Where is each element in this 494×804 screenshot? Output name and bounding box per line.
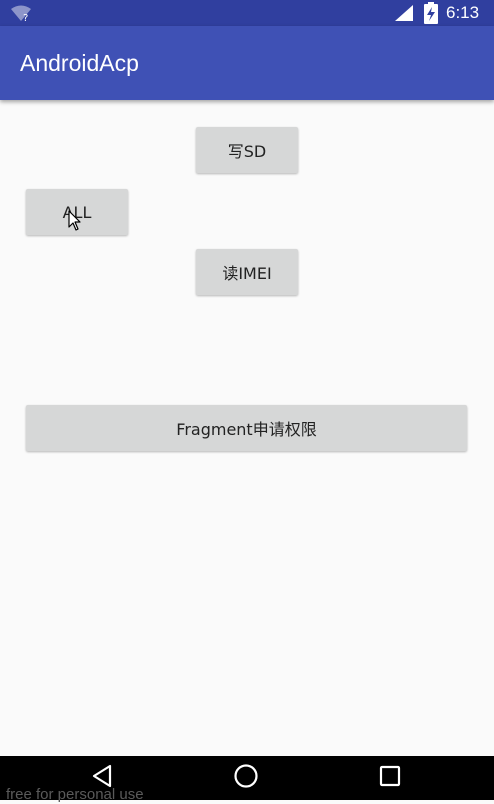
write-sd-button[interactable]: 写SD [196,127,298,173]
recents-button[interactable] [360,756,420,800]
recents-square-icon [378,764,402,792]
back-triangle-icon [90,764,114,792]
app-title: AndroidAcp [20,50,139,76]
app-bar: AndroidAcp [0,26,494,100]
fragment-permission-button[interactable]: Fragment申请权限 [26,405,467,451]
status-bar: ? 6:13 [0,0,494,26]
cell-signal-icon [394,4,414,22]
back-button[interactable] [72,756,132,800]
watermark-text: free for personal use [6,786,144,803]
wifi-icon: ? [10,4,32,24]
all-button[interactable]: ALL [26,189,128,235]
home-button[interactable] [216,756,276,800]
home-circle-icon [233,763,259,793]
read-imei-button[interactable]: 读IMEI [196,249,298,295]
svg-text:?: ? [23,13,28,22]
battery-charging-icon [424,2,438,24]
status-time: 6:13 [446,3,480,22]
navigation-bar [0,756,494,800]
